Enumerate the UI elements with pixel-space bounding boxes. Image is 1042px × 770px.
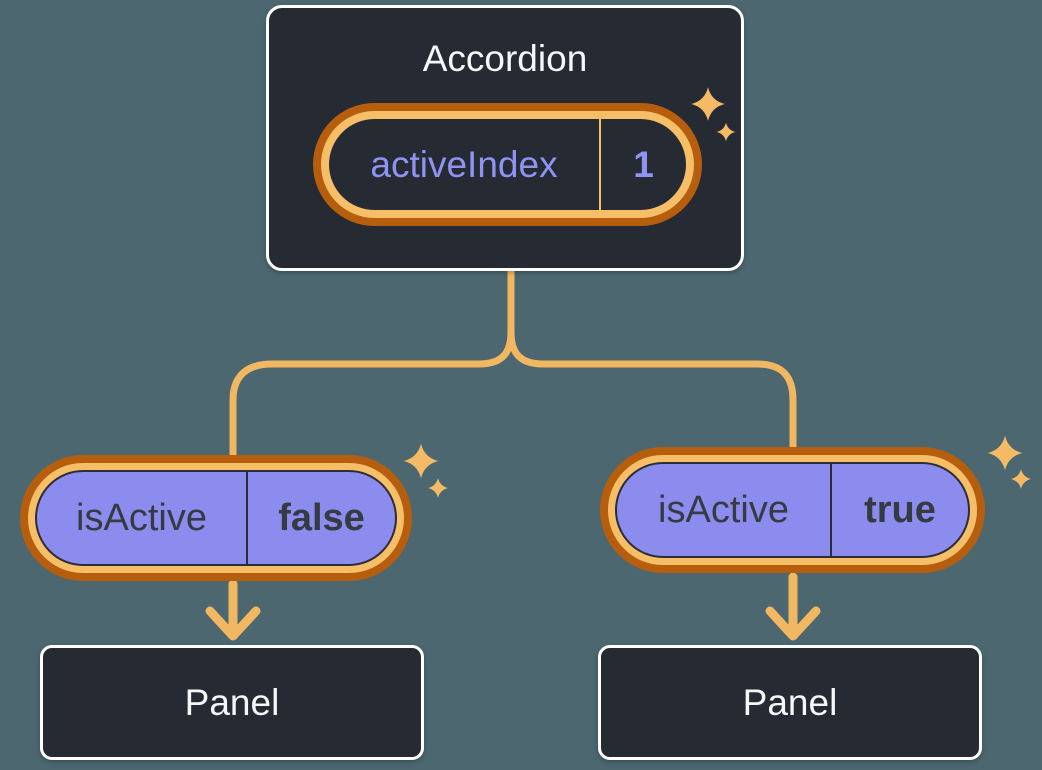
state-pill: activeIndex 1 [329,119,686,210]
panel-left-box: Panel [40,645,424,760]
prop-pill-left-label: isActive [76,496,207,539]
state-pill-label: activeIndex [370,143,558,185]
branch-right-line [507,328,797,455]
prop-pill-left: isActive false [35,470,397,566]
panel-right-box: Panel [598,645,982,760]
prop-pill-right-name-segment: isActive [617,464,830,556]
prop-pill-left-divider [246,472,248,564]
branch-left-line [229,268,515,463]
state-pill-divider [599,119,601,210]
prop-pill-left-value-segment: false [248,472,395,564]
state-pill-value: 1 [633,143,654,185]
prop-pill-right-divider [830,464,832,556]
state-pill-value-segment: 1 [601,119,686,210]
prop-pill-right-value-segment: true [832,464,968,556]
arrow-right [765,572,821,641]
panel-left-title: Panel [184,681,280,723]
panel-right-title: Panel [742,681,838,723]
accordion-title: Accordion [422,38,588,79]
prop-pill-left-name-segment: isActive [37,472,246,564]
prop-pill-right: isActive true [615,462,970,558]
arrow-left [205,579,261,641]
state-pill-name-segment: activeIndex [329,119,599,210]
prop-pill-left-value: false [278,496,365,539]
prop-pill-right-value: true [864,488,936,531]
prop-pill-right-label: isActive [658,488,789,531]
